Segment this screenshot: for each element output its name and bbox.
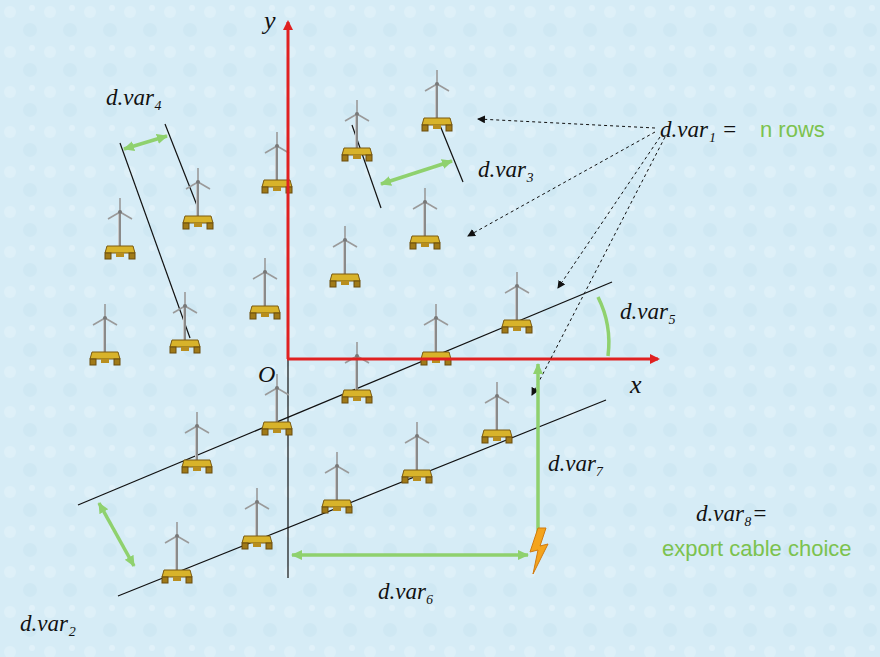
variable-label: d.var₄: [106, 86, 162, 109]
variable-label: d.var₁ =: [660, 118, 737, 141]
axis-label: y: [264, 8, 276, 34]
variable-label: d.var₇: [548, 452, 604, 475]
variable-label: d.var₂: [20, 612, 76, 635]
variable-label: d.var₆: [378, 580, 434, 603]
variable-label: d.var₅: [620, 300, 676, 323]
origin-label: O: [258, 362, 275, 386]
axis-label: x: [630, 372, 642, 398]
variable-meaning: export cable choice: [662, 538, 852, 560]
variable-meaning: n rows: [760, 119, 825, 141]
variable-label: d.var₃: [478, 158, 534, 181]
variable-label: d.var₈=: [696, 502, 767, 525]
